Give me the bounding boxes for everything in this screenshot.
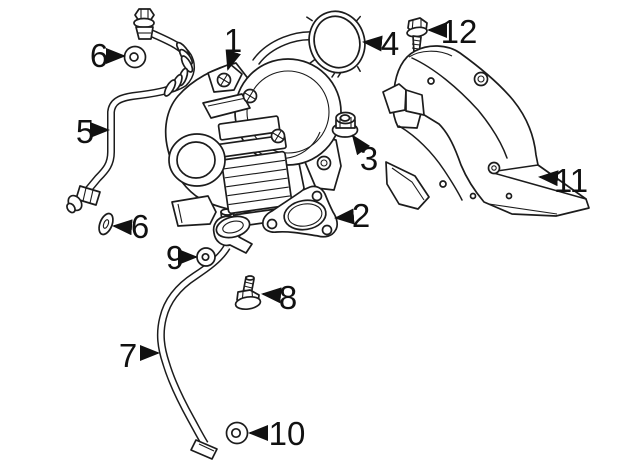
turbo-inlet bbox=[168, 133, 226, 187]
washer-9-illustration bbox=[196, 247, 216, 267]
callout-2-arrow bbox=[334, 208, 355, 225]
callout-2-label: 2 bbox=[352, 197, 370, 234]
callout-1-label: 1 bbox=[224, 22, 242, 59]
callout-9-label: 9 bbox=[166, 239, 184, 276]
callout-8-arrow bbox=[261, 287, 282, 304]
callout-6-lower-arrow bbox=[112, 219, 133, 236]
callout-11-label: 11 bbox=[554, 162, 588, 199]
callout-1-arrow bbox=[225, 49, 241, 71]
callout-12-label: 12 bbox=[441, 13, 478, 50]
callout-10-label: 10 bbox=[269, 415, 306, 452]
turbo-drain-flange bbox=[215, 215, 251, 239]
gasket-illustration bbox=[262, 185, 339, 238]
callout-6-upper-label: 6 bbox=[90, 37, 108, 74]
seal-ring-illustration bbox=[306, 10, 366, 74]
turbo-screw-3 bbox=[270, 128, 286, 144]
washer-6-lower-illustration bbox=[98, 212, 114, 236]
callouts: 1 2 3 4 5 6 6 7 8 9 10 11 12 bbox=[76, 13, 588, 452]
turbo-screw-1 bbox=[216, 72, 232, 88]
callout-7-label: 7 bbox=[119, 337, 137, 374]
callout-3-arrow bbox=[351, 134, 371, 156]
banjo-fitting bbox=[133, 8, 155, 40]
callout-5-label: 5 bbox=[76, 113, 94, 150]
callout-11-arrow bbox=[538, 170, 559, 187]
oil-feed-line-illustration bbox=[66, 8, 196, 214]
turbo-screw-2 bbox=[242, 88, 258, 104]
bolt-12-illustration bbox=[406, 17, 428, 55]
hose-coupling-lower bbox=[163, 67, 189, 97]
feed-line-end-fitting bbox=[66, 185, 101, 214]
callout-4-arrow bbox=[362, 35, 383, 52]
callout-8-label: 8 bbox=[279, 279, 297, 316]
bolt-8-illustration bbox=[234, 275, 262, 311]
turbocharger-illustration bbox=[164, 31, 346, 239]
hose-coupling-upper bbox=[175, 41, 194, 73]
callout-4-label: 4 bbox=[381, 25, 399, 62]
nut-illustration bbox=[331, 111, 359, 138]
washer-6-upper-illustration bbox=[123, 45, 147, 69]
callout-3-label: 3 bbox=[360, 140, 378, 177]
callout-6-lower-label: 6 bbox=[131, 208, 149, 245]
washer-10-illustration bbox=[225, 421, 249, 445]
return-line-tip bbox=[190, 439, 218, 460]
